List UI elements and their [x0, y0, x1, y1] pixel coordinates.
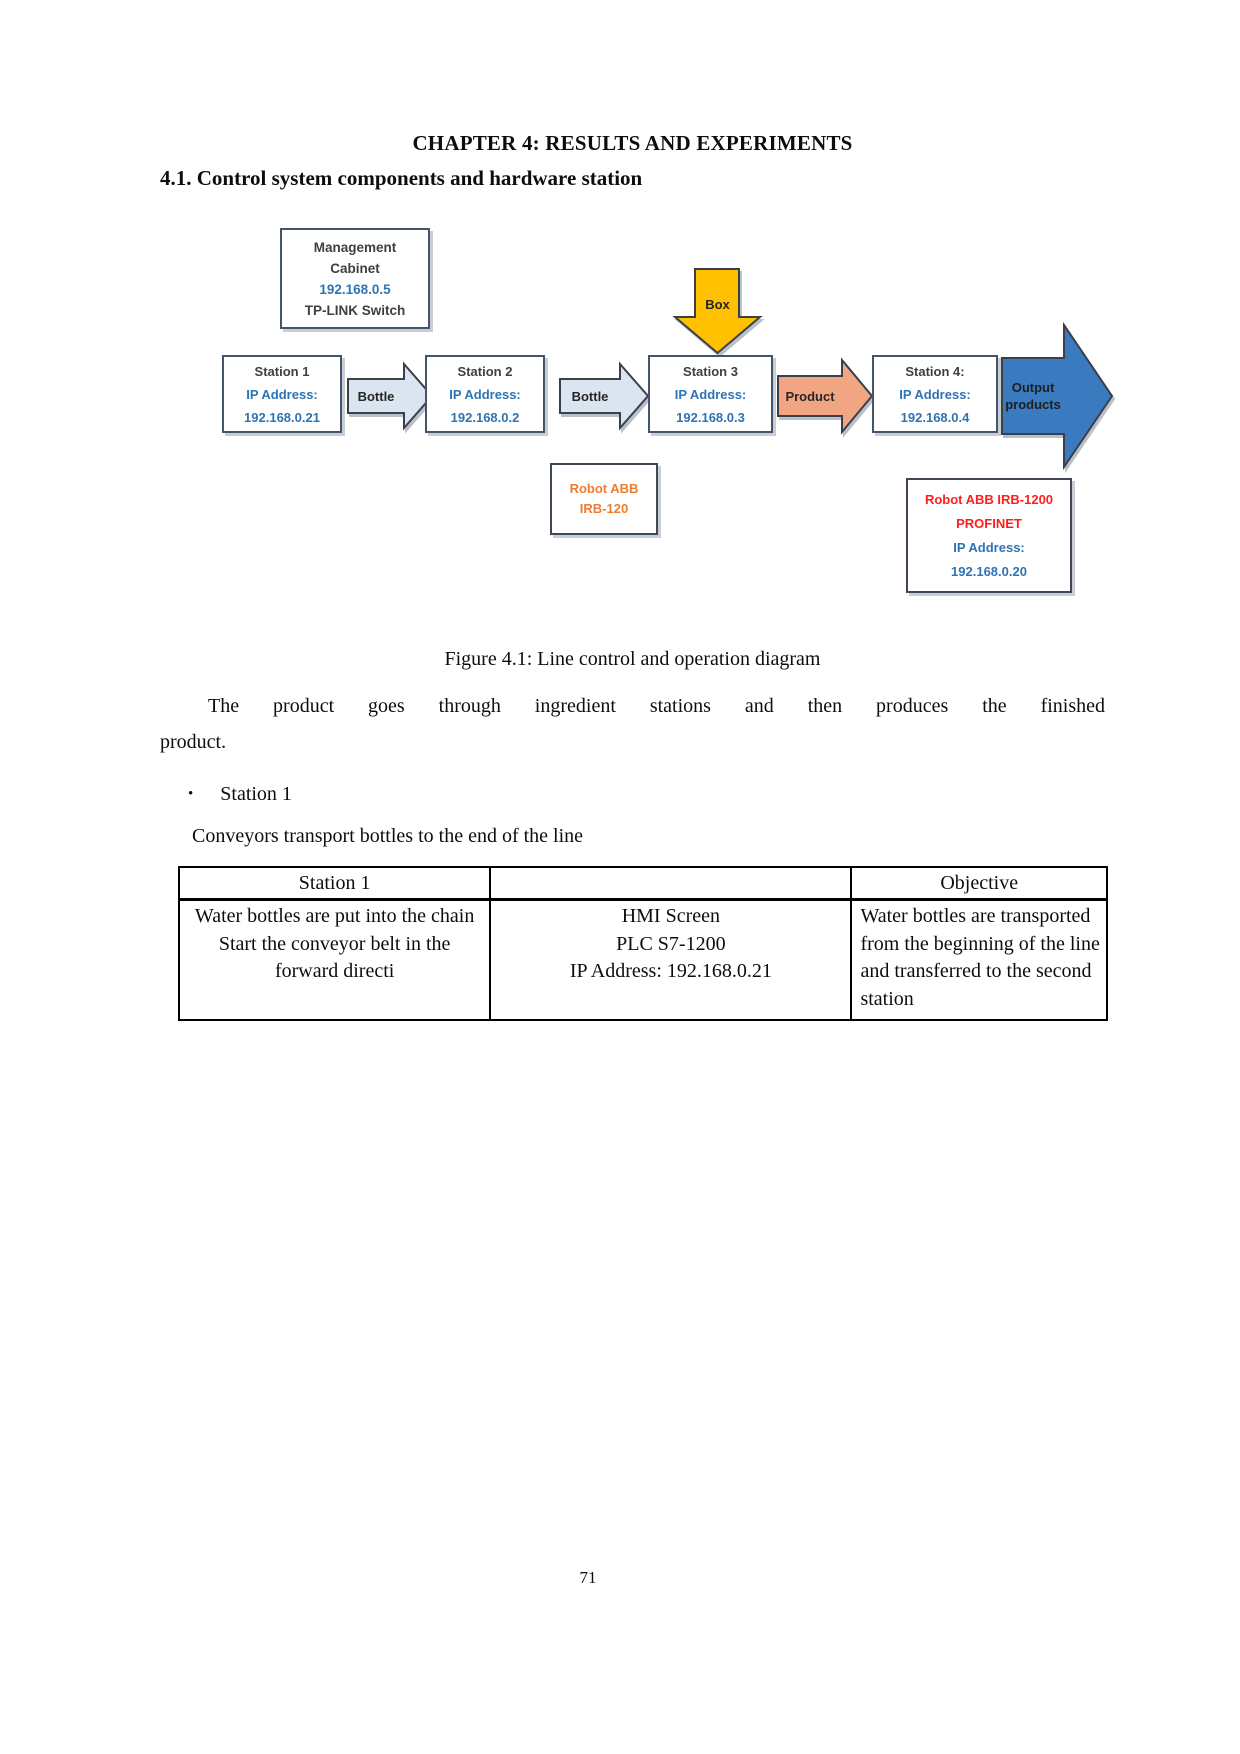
right-arrow-icon [1001, 321, 1114, 471]
station1-cell-line: Water bottles are put into the chain [194, 905, 475, 927]
bullet-item-station-1: • Station 1 [188, 783, 292, 806]
station-1-ip: 192.168.0.21 [244, 409, 320, 425]
management-cabinet-device: TP-LINK Switch [304, 302, 406, 318]
bullet-dot: • [188, 786, 194, 802]
management-cabinet-box: Management Cabinet 192.168.0.5 TP-LINK S… [280, 228, 430, 329]
robot-irb1200-ip-label: IP Address: [953, 539, 1025, 555]
table-body-row: Water bottles are put into the chain Sta… [177, 898, 1108, 1021]
station-4-ip: 192.168.0.4 [900, 409, 970, 425]
hmi-cell-line: PLC S7-1200 [616, 932, 726, 955]
bottle-arrow-2-label: Bottle [571, 388, 609, 404]
line-control-diagram: Management Cabinet 192.168.0.5 TP-LINK S… [0, 205, 1240, 605]
hmi-cell: HMI Screen PLC S7-1200 IP Address: 192.1… [489, 898, 853, 1021]
page-title: CHAPTER 4: RESULTS AND EXPERIMENTS [412, 131, 853, 155]
station-2-ip: 192.168.0.2 [450, 409, 520, 425]
product-arrow: Product [776, 357, 874, 435]
robot-irb120-line2: IRB-120 [579, 501, 629, 516]
page-number: 71 [579, 1568, 597, 1587]
station-4-box: Station 4: IP Address: 192.168.0.4 [872, 355, 998, 433]
station-3-ip-label: IP Address: [674, 386, 747, 402]
hmi-cell-line: HMI Screen [621, 905, 721, 927]
robot-irb1200-line1: Robot ABB IRB-1200 [924, 491, 1054, 507]
product-arrow-label: Product [785, 388, 835, 404]
output-products-arrow: Output products [1000, 321, 1114, 471]
section-heading: 4.1. Control system components and hardw… [160, 166, 643, 190]
bottle-arrow-1-label: Bottle [357, 388, 395, 404]
figure-caption: Figure 4.1: Line control and operation d… [444, 648, 821, 670]
robot-irb1200-ip: 192.168.0.20 [951, 563, 1027, 579]
station-3-name: Station 3 [683, 363, 738, 379]
right-arrow-icon [559, 361, 650, 431]
station1-cell-line: Start the conveyor belt in the forward d… [218, 932, 451, 983]
station-1-box: Station 1 IP Address: 192.168.0.21 [222, 355, 342, 433]
down-arrow-icon [672, 268, 763, 355]
table-header-station1: Station 1 [177, 866, 492, 901]
station-1-ip-label: IP Address: [246, 386, 318, 402]
station-3-ip: 192.168.0.3 [676, 409, 745, 425]
conveyors-note: Conveyors transport bottles to the end o… [192, 825, 584, 847]
objective-cell: Water bottles are transported from the b… [850, 898, 1108, 1021]
station-1-name: Station 1 [254, 363, 310, 379]
body-paragraph: The product goes through ingredient stat… [160, 688, 1105, 760]
robot-irb120-box: Robot ABB IRB-120 [550, 463, 658, 535]
box-arrow: Box [672, 267, 763, 355]
station-4-ip-label: IP Address: [899, 386, 971, 402]
management-cabinet-line2: Cabinet [330, 260, 380, 276]
management-cabinet-ip: 192.168.0.5 [319, 281, 391, 297]
table-header-middle [489, 866, 853, 901]
hmi-cell-line: IP Address: 192.168.0.21 [569, 960, 772, 982]
box-arrow-label: Box [705, 296, 730, 312]
station-2-box: Station 2 IP Address: 192.168.0.2 [425, 355, 545, 433]
table-header-row: Station 1 Objective [177, 866, 1108, 901]
management-cabinet-line1: Management [313, 239, 397, 255]
station-2-ip-label: IP Address: [449, 386, 521, 402]
robot-irb1200-line2: PROFINET [956, 515, 1022, 531]
station-3-box: Station 3 IP Address: 192.168.0.3 [648, 355, 773, 433]
station-4-name: Station 4: [905, 363, 965, 379]
bottle-arrow-1: Bottle [346, 361, 434, 431]
paragraph-line: The product goes through ingredient stat… [208, 695, 1105, 717]
bullet-item-label: Station 1 [220, 783, 292, 805]
station-2-name: Station 2 [457, 363, 513, 379]
output-label-line1: Output [1011, 380, 1055, 395]
paragraph-line: product. [160, 731, 227, 753]
robot-irb120-line1: Robot ABB [569, 481, 639, 496]
bottle-arrow-2: Bottle [558, 361, 650, 431]
station1-cell: Water bottles are put into the chain Sta… [177, 898, 492, 1021]
robot-irb1200-box: Robot ABB IRB-1200 PROFINET IP Address: … [906, 478, 1072, 593]
output-label-line2: products [1005, 397, 1061, 412]
station-1-table: Station 1 Objective Water bottles are pu… [177, 866, 1108, 1021]
output-products-label: Output products [1000, 359, 1066, 433]
table-header-objective: Objective [850, 866, 1108, 901]
right-arrow-icon [777, 357, 874, 435]
right-arrow-icon [347, 361, 434, 431]
